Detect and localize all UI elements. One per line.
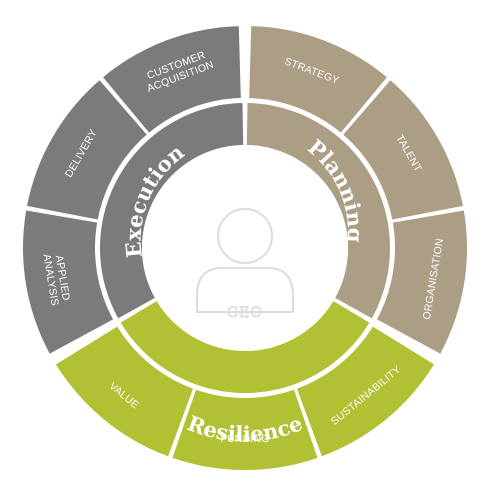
outer-segment-organisation [376,210,467,354]
inner-segment-resilience [120,301,370,393]
outer-segment-delivery [27,80,147,220]
outer-segment-applied-analysis [22,210,114,354]
person-icon [196,208,294,313]
center-label: CEO [227,305,262,321]
outer-ring [22,26,467,471]
outer-segment-talent [343,80,463,220]
outer-segment-customer-acquisition [103,26,241,133]
outer-segment-funding [172,389,318,471]
outer-segment-sustainability [296,326,435,457]
outer-segment-strategy [249,26,387,133]
outer-segment-value [55,326,194,457]
inner-ring [100,103,390,393]
inner-segment-planning [246,103,390,319]
center-disc [142,145,348,351]
inner-segment-execution [100,103,244,319]
item-label-funding: FUNDING [220,433,269,445]
